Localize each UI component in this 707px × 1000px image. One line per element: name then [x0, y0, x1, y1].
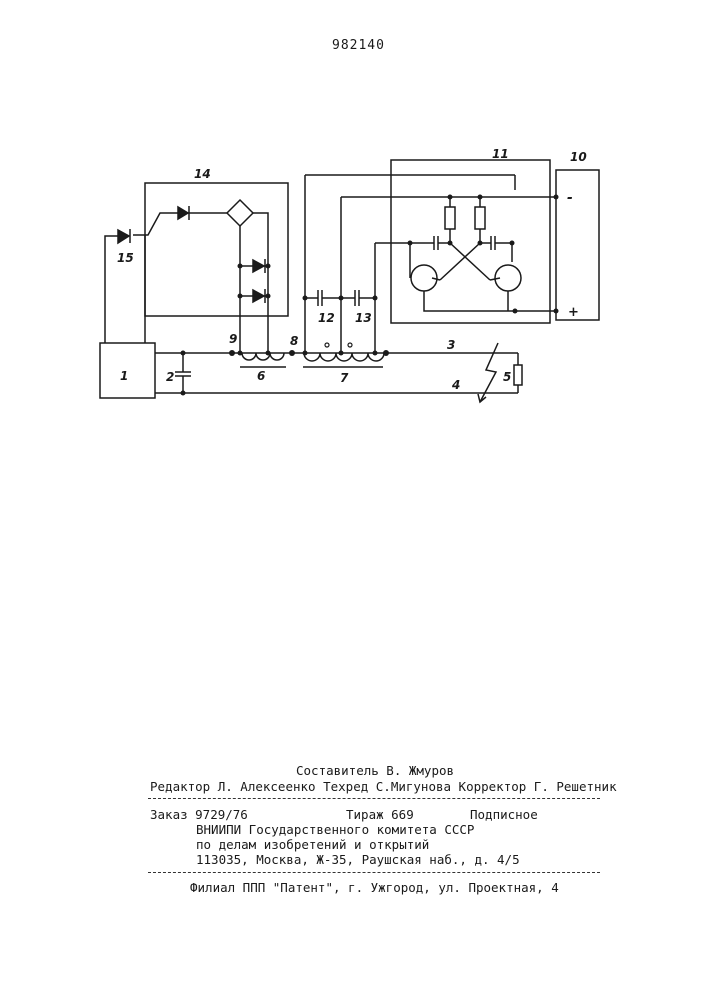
inductor-7 [304, 353, 384, 361]
label-12: 12 [318, 311, 335, 325]
resistor-right [475, 207, 485, 229]
label-14: 14 [194, 167, 211, 181]
organization-line-1: ВНИИПИ Государственного комитета СССР [196, 822, 474, 837]
order-number: Заказ 9729/76 [150, 807, 248, 822]
divider-bottom [148, 872, 600, 873]
label-15: 15 [117, 251, 134, 265]
label-7: 7 [340, 371, 349, 385]
label-10: 10 [570, 150, 587, 164]
circulation: Тираж 669 [346, 807, 414, 822]
compiler-line: Составитель В. Жмуров [296, 763, 454, 778]
label-11: 11 [492, 147, 509, 161]
block-10 [556, 170, 599, 320]
divider-top [148, 798, 600, 799]
diode-15 [118, 230, 129, 243]
label-6: 6 [257, 369, 265, 383]
label-4: 4 [451, 378, 460, 392]
block-11 [391, 160, 550, 323]
editors-line: Редактор Л. Алексеенко Техред С.Мигунова… [150, 779, 617, 794]
load-5 [514, 365, 522, 385]
inductor-6 [242, 353, 284, 360]
subscription: Подписное [470, 807, 538, 822]
label-5: 5 [503, 370, 511, 384]
bridge-rectifier [227, 200, 253, 226]
label-9: 9 [229, 332, 237, 346]
label-3: 3 [447, 338, 455, 352]
branch-line: Филиал ППП "Патент", г. Ужгород, ул. Про… [190, 880, 559, 895]
label-1: 1 [120, 369, 128, 383]
label-2: 2 [166, 370, 174, 384]
label-13: 13 [355, 311, 372, 325]
label-minus: - [567, 190, 573, 206]
resistor-left [445, 207, 455, 229]
organization-line-2: по делам изобретений и открытий [196, 837, 429, 852]
label-8: 8 [290, 334, 298, 348]
label-plus: + [568, 305, 579, 320]
address-line: 113035, Москва, Ж-35, Раушская наб., д. … [196, 852, 520, 867]
